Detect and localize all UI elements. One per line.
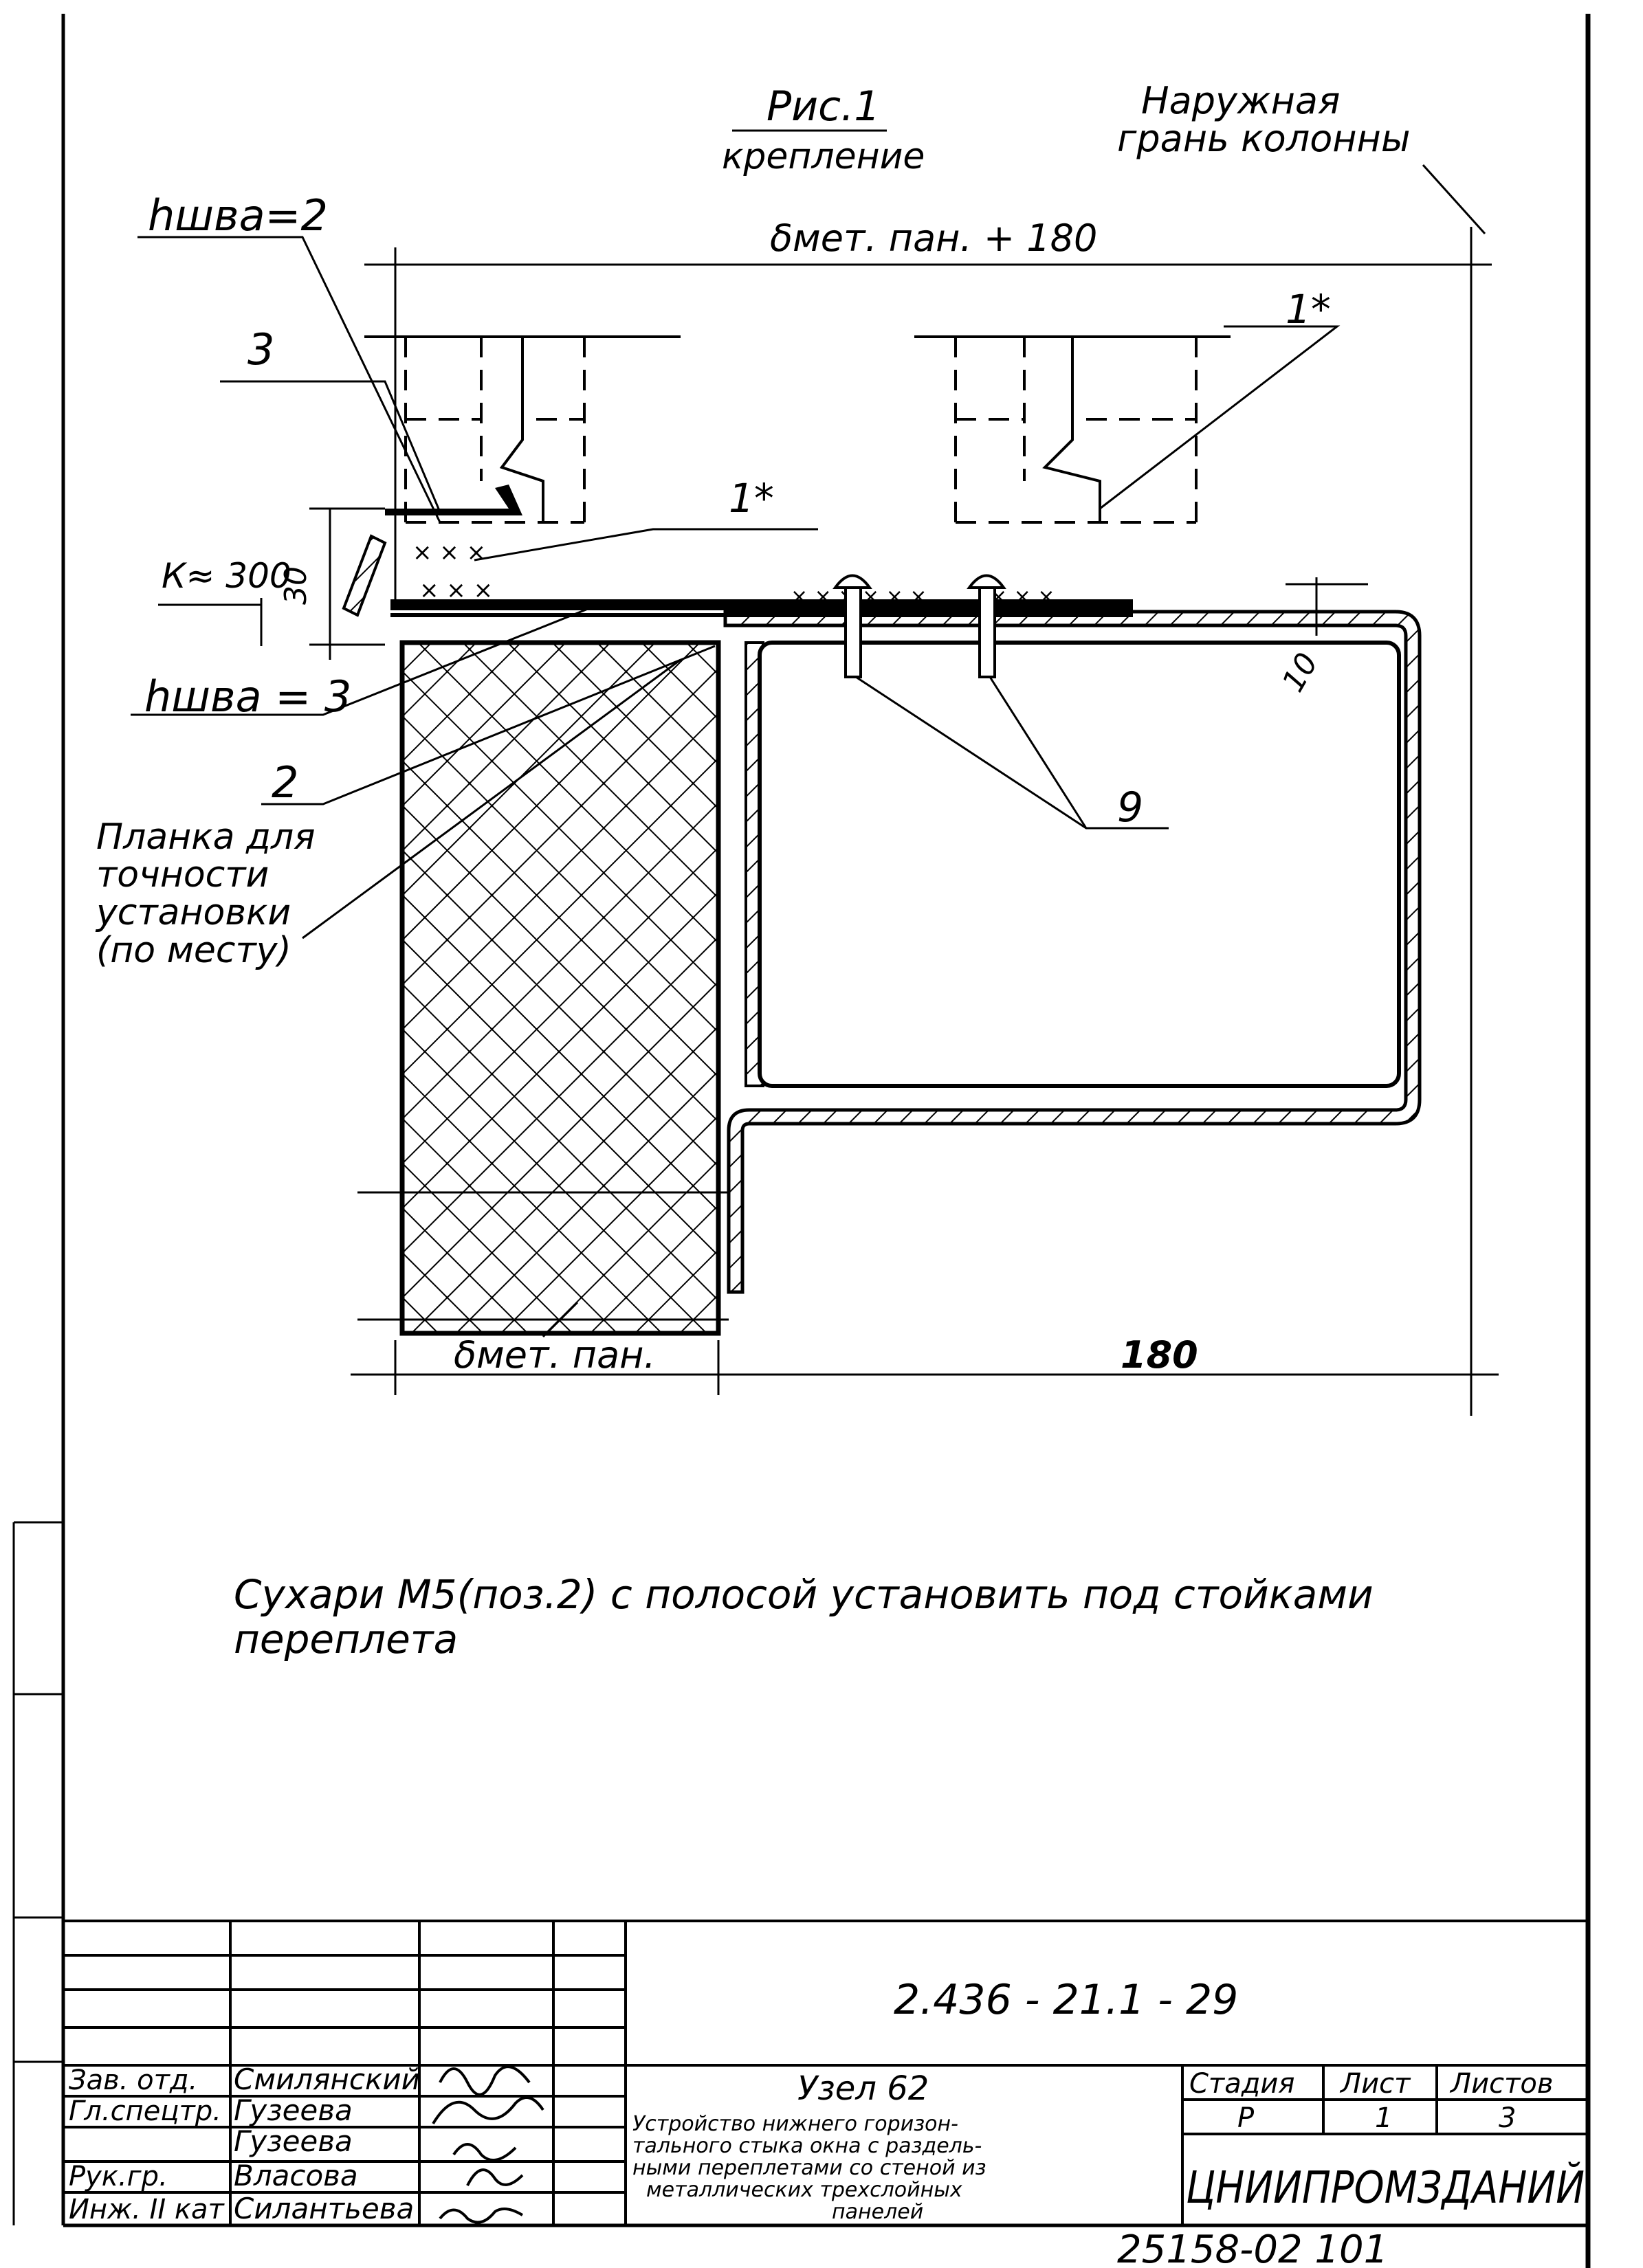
metal-panel [399, 640, 721, 1336]
plank-label-4: (по месту) [96, 930, 291, 971]
role-2: Гл.спецтр. [69, 2095, 221, 2127]
pos-2: 2 [272, 757, 298, 808]
outer-face-label-1: Наружная [1141, 79, 1340, 122]
note: Сухари М5(поз.2) с полосой установить по… [234, 1571, 1374, 1663]
dim-k: К≈ 300 [162, 556, 291, 596]
plank-label-3: установки [95, 892, 291, 933]
leader-lines [131, 236, 1341, 1338]
sheet-value: 1 [1375, 2102, 1392, 2134]
dim-bottom-left: δмет. пан. [454, 1333, 656, 1377]
name-3: Гузеева [234, 2124, 353, 2158]
weld-bottom: hшва = 3 [144, 671, 351, 722]
dim-top: δмет. пан. + 180 [770, 216, 1097, 260]
name-5: Силантьева [234, 2192, 414, 2225]
figure-title: Рис.1 [767, 82, 880, 131]
signatures [432, 2065, 544, 2224]
dim-30: 30 [278, 566, 313, 605]
desc-line-2: тального стыка окна с раздель- [632, 2134, 982, 2158]
window-posts [364, 335, 1231, 524]
sheets-label: Листов [1449, 2068, 1553, 2100]
plank-label-1: Планка для [96, 816, 315, 858]
sheet-label: Лист [1339, 2068, 1411, 2100]
title-block [63, 1920, 1588, 2225]
pos-1b: 1* [1286, 286, 1331, 333]
doc-code: 2.436 - 21.1 - 29 [894, 1976, 1238, 2024]
sheet-frame [12, 14, 1591, 2268]
title-block-text: 2.436 - 21.1 - 29 Зав. отд. Гл.спецтр. Р… [69, 1976, 1585, 2225]
figure-subtitle: крепление [722, 136, 925, 177]
desc-line-1: Устройство нижнего горизон- [632, 2112, 958, 2136]
pos-3: 3 [247, 324, 274, 375]
role-5: Инж. II кат [69, 2194, 225, 2225]
name-4: Власова [234, 2159, 358, 2192]
note-line-1: Сухари М5(поз.2) с полосой установить по… [234, 1571, 1374, 1618]
dim-bottom-right: 180 [1121, 1333, 1198, 1377]
screws [832, 574, 1006, 678]
pos-9: 9 [1117, 783, 1143, 832]
stage-value: Р [1237, 2102, 1255, 2134]
desc-line-4: металлических трехслойных [646, 2178, 962, 2202]
outer-face-label-2: грань колонны [1117, 117, 1411, 160]
role-1: Зав. отд. [69, 2065, 197, 2096]
node-title: Узел 62 [797, 2069, 929, 2108]
column-profile [723, 610, 1422, 1294]
svg-text:× × ×: × × × [419, 577, 493, 604]
footer-number: 25158-02 101 [1117, 2227, 1388, 2268]
role-4: Рук.гр. [69, 2161, 168, 2192]
svg-text:× × ×: × × × [412, 539, 486, 566]
organization: ЦНИИПРОМЗДАНИЙ [1186, 2161, 1585, 2214]
name-1: Смилянский [234, 2063, 420, 2096]
desc-line-5: панелей [832, 2200, 923, 2224]
plank-label-2: точности [96, 854, 269, 896]
pos-1a: 1* [729, 475, 774, 522]
name-2: Гузеева [234, 2093, 353, 2127]
figure-labels: Рис.1 крепление Наружная грань колонны δ… [95, 79, 1411, 1377]
weld-top: hшва=2 [148, 190, 328, 241]
stage-label: Стадия [1189, 2068, 1294, 2100]
note-line-2: переплета [234, 1616, 458, 1663]
sheets-value: 3 [1499, 2102, 1516, 2134]
desc-line-3: ными переплетами со стеной из [632, 2156, 986, 2180]
dimension-lines [158, 164, 1499, 1416]
